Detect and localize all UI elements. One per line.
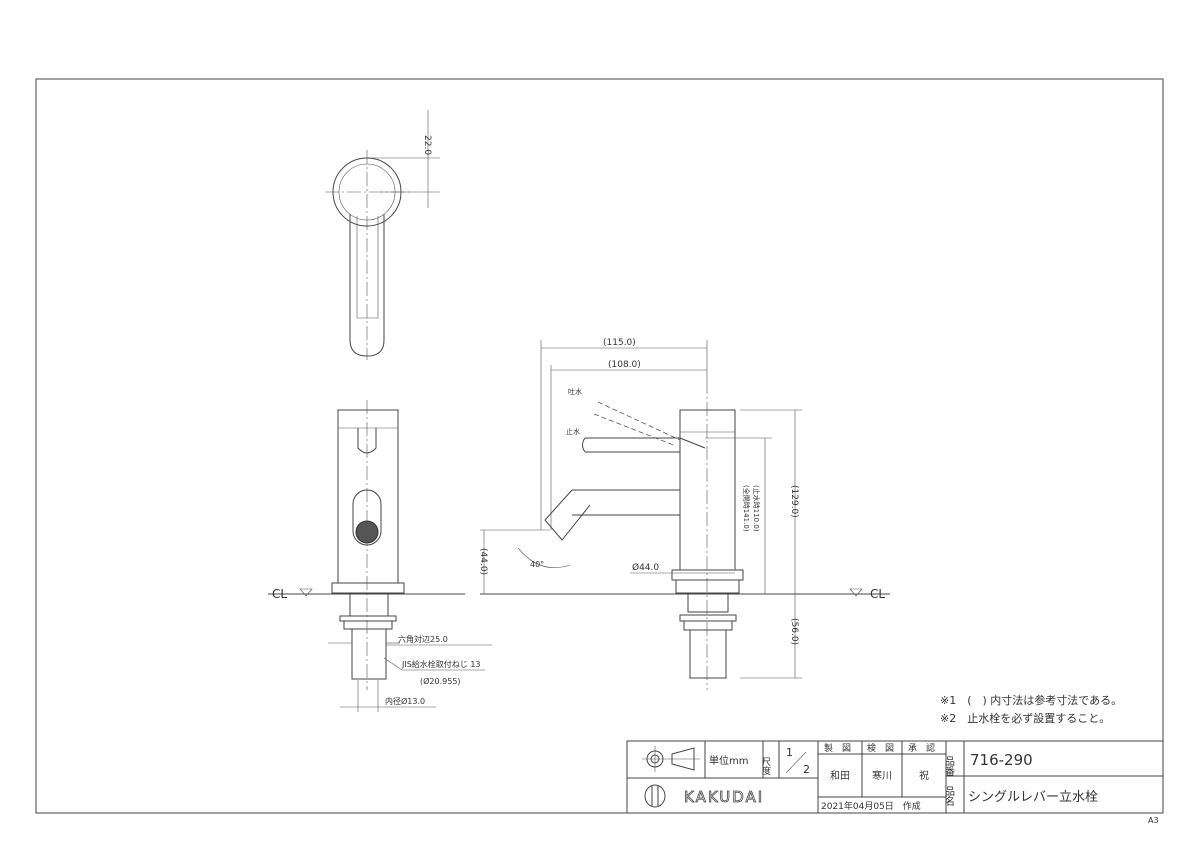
dim-110: (止水時110.0) (752, 485, 761, 532)
dim-angle: 40° (530, 560, 544, 569)
product-name: シングルレバー立水栓 (968, 790, 1098, 805)
dim-hex: 六角対辺25.0 (398, 634, 448, 644)
dim-115: (115.0) (603, 338, 636, 348)
note-1: ※1 ( ) 内寸法は参考寸法である。 (940, 693, 1122, 707)
dim-141: (全開時141.0) (742, 485, 751, 532)
dim-thread: JIS給水栓取付ねじ 13 (401, 659, 481, 669)
scale-num: 1 (786, 746, 793, 759)
date: 2021年04月05日 作成 (821, 800, 921, 812)
unit: 単位mm (709, 754, 748, 767)
dim-22: 22.0 (422, 135, 432, 155)
dim-body-dia: Ø44.0 (632, 562, 659, 573)
scale-label: 尺度 (760, 757, 771, 776)
sheet-size: A3 (1148, 816, 1159, 825)
dim-thread-dia: (Ø20.955) (420, 676, 461, 686)
note-2: ※2 止水栓を必ず設置すること。 (940, 711, 1110, 725)
brand: KAKUDAI (684, 788, 764, 806)
header-checked: 検 図 (867, 742, 894, 754)
name-label: 品名 (943, 786, 955, 807)
label-closed: 止水 (566, 427, 580, 436)
part-no-label: 品番 (943, 756, 955, 777)
cl-left: CL (272, 587, 287, 601)
dim-129: (129.0) (789, 485, 799, 518)
dim-inner: 内径Ø13.0 (385, 696, 425, 706)
name-drafted: 和田 (830, 770, 850, 782)
scale-den: 2 (803, 763, 810, 776)
title-block: 単位mm 尺度 1 2 製 図 検 図 承 認 和田 寒川 祝 2021年04月… (626, 740, 1164, 825)
side-view: CL 吐水 止水 (115.0) (108.0) (129.0) (56.0) … (478, 338, 890, 690)
header-approved: 承 認 (908, 742, 935, 754)
header-drafted: 製 図 (824, 742, 851, 754)
dim-56: (56.0) (789, 618, 799, 645)
cl-right: CL (870, 587, 885, 601)
drawing-border (35, 78, 1164, 814)
name-approved: 祝 (919, 769, 929, 782)
front-view: CL 六角対辺25.0 JIS給水栓取付ねじ 13 (Ø20.955) 内径Ø1… (268, 400, 492, 712)
dim-44: (44.0) (478, 548, 488, 575)
name-checked: 寒川 (872, 769, 892, 782)
kakudai-logo: KAKUDAI (644, 784, 764, 808)
label-open: 吐水 (568, 387, 582, 396)
top-view: 22.0 (325, 110, 440, 360)
projection-symbol-icon (642, 746, 700, 772)
part-no: 716-290 (970, 751, 1033, 769)
dim-108: (108.0) (608, 360, 641, 370)
